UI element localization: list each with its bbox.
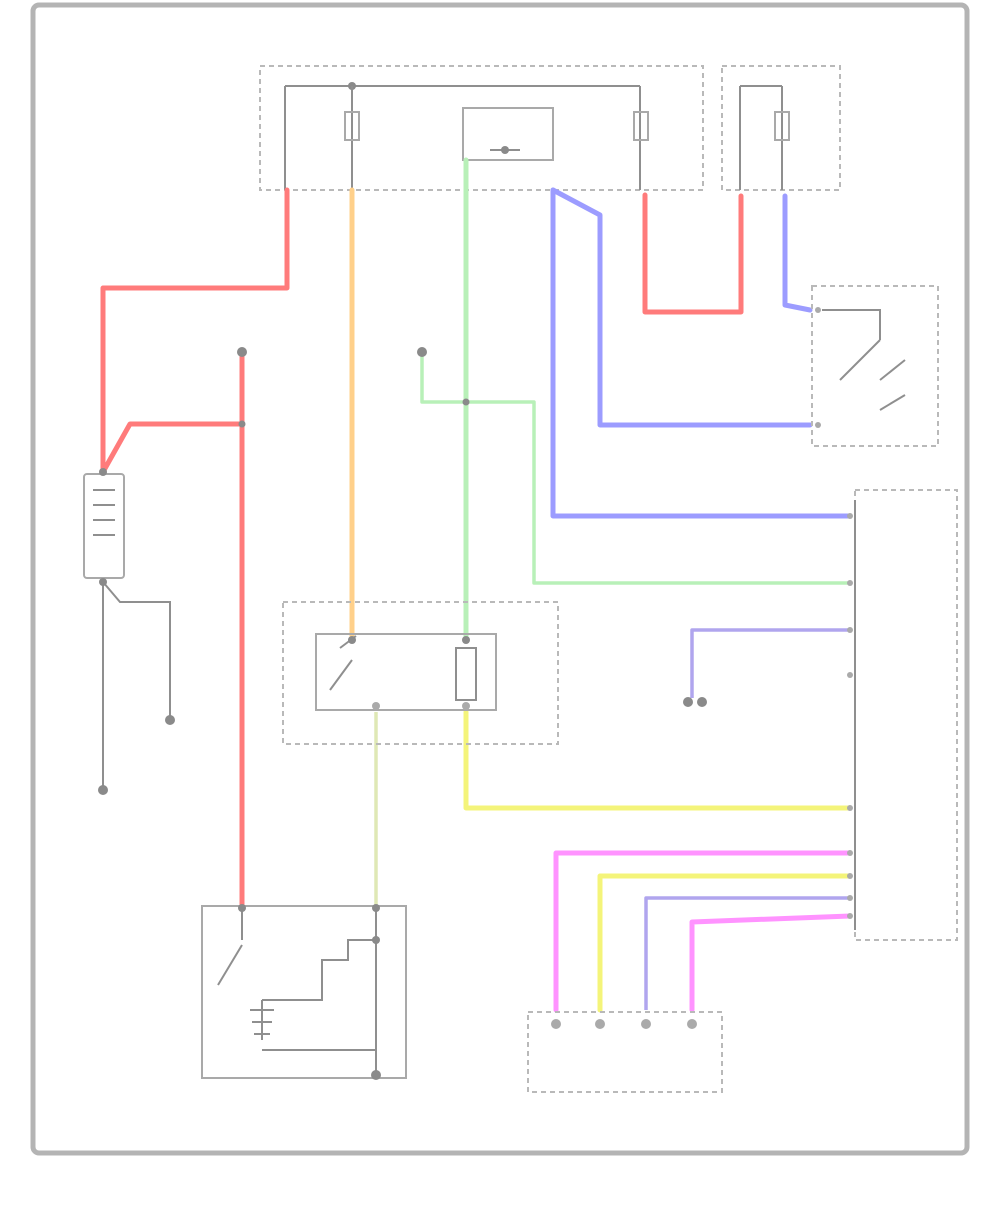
wire-pink-2 (689, 913, 853, 1013)
transmission-range-sensor (527, 1011, 723, 1093)
wire-red-1 (100, 187, 290, 475)
green-connector-node (417, 347, 427, 357)
green-splice-node (462, 398, 470, 406)
wire-green-2 (420, 355, 466, 404)
wire-purple-data (690, 628, 850, 698)
wire-pink-1 (553, 850, 853, 1013)
wire-blue-1 (550, 187, 853, 519)
left-component (83, 468, 125, 586)
fuse-bus (284, 82, 790, 190)
ground-1 (98, 785, 108, 795)
wire-ground-2 (102, 581, 171, 718)
starter-relay (282, 601, 559, 745)
data-link-connector (683, 697, 707, 707)
junction-node (237, 347, 247, 428)
wire-blue-3 (782, 193, 813, 313)
wire-green-3 (466, 400, 850, 585)
control-unit (847, 489, 958, 941)
shift-lock-switch (811, 285, 939, 447)
ignition-switch (201, 904, 407, 1080)
wire-yellow-2 (597, 873, 853, 1013)
wire-purple-range (644, 896, 850, 1010)
wire-red-4 (642, 192, 744, 315)
wire-blue-2 (550, 187, 813, 428)
wire-red-2 (100, 421, 245, 475)
diagram-frame (30, 2, 970, 1156)
fuse-block-left (259, 65, 704, 191)
ground-2 (165, 715, 175, 725)
